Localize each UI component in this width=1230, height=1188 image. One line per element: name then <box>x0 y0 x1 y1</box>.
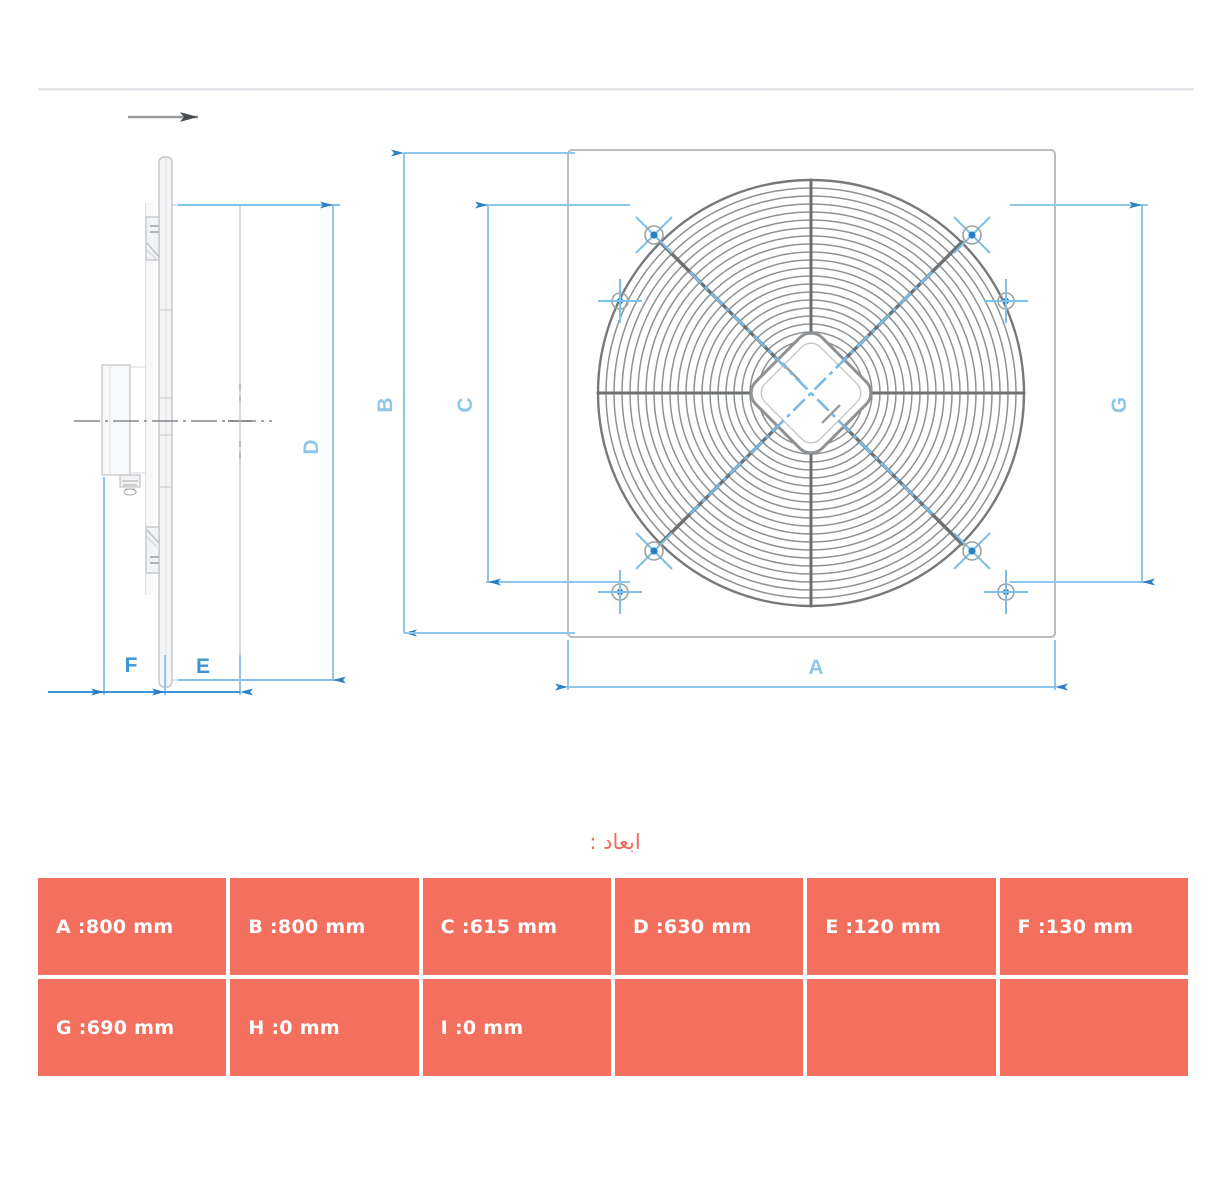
technical-drawing: D B F E <box>0 95 1230 715</box>
hub-centerlines <box>689 271 933 515</box>
dimension-G <box>1010 201 1155 586</box>
dimension-cell-e: E :120 mm <box>807 878 996 975</box>
side-section-view <box>74 156 340 688</box>
table-row: G :690 mm H :0 mm I :0 mm <box>38 979 1188 1076</box>
dimension-cell-empty-3 <box>999 979 1188 1076</box>
dimension-cell-b: B :800 mm <box>230 878 419 975</box>
dimension-label-F: F <box>125 654 138 677</box>
dimension-label-A: A <box>808 656 823 679</box>
dimension-label-C: C <box>454 397 477 412</box>
dimension-C <box>475 201 630 586</box>
dimension-cell-g: G :690 mm <box>38 979 227 1076</box>
dimension-cell-empty-2 <box>807 979 996 1076</box>
dimension-F-E <box>48 477 253 696</box>
dimension-cell-c: C :615 mm <box>422 878 611 975</box>
dimension-label-G: G <box>1108 397 1131 413</box>
dimensions-table-wrap: A :800 mm B :800 mm C :615 mm D :630 mm … <box>38 878 1196 1076</box>
front-view <box>567 149 1056 638</box>
dimension-cell-d: D :630 mm <box>614 878 804 975</box>
dimension-label-B: B <box>374 397 397 412</box>
dimension-cell-a: A :800 mm <box>38 878 227 975</box>
dimension-cell-empty-1 <box>614 979 804 1076</box>
dimension-B-extensions <box>404 152 575 634</box>
hole-diagonal-centers <box>650 231 976 555</box>
table-row: A :800 mm B :800 mm C :615 mm D :630 mm … <box>38 878 1188 975</box>
dimension-A <box>555 640 1068 691</box>
dimensions-heading: ابعاد : <box>589 830 641 854</box>
dimension-label-D: D <box>300 439 323 454</box>
dimensions-table: A :800 mm B :800 mm C :615 mm D :630 mm … <box>34 874 1192 1080</box>
dimension-D <box>178 201 346 684</box>
dimension-cell-f: F :130 mm <box>999 878 1188 975</box>
dimension-cell-h: H :0 mm <box>230 979 419 1076</box>
mounting-holes <box>598 279 1028 614</box>
hole-diagonal-rings <box>644 225 982 561</box>
dimension-label-E: E <box>196 655 210 678</box>
dimension-cell-i: I :0 mm <box>422 979 611 1076</box>
top-divider <box>38 88 1194 91</box>
